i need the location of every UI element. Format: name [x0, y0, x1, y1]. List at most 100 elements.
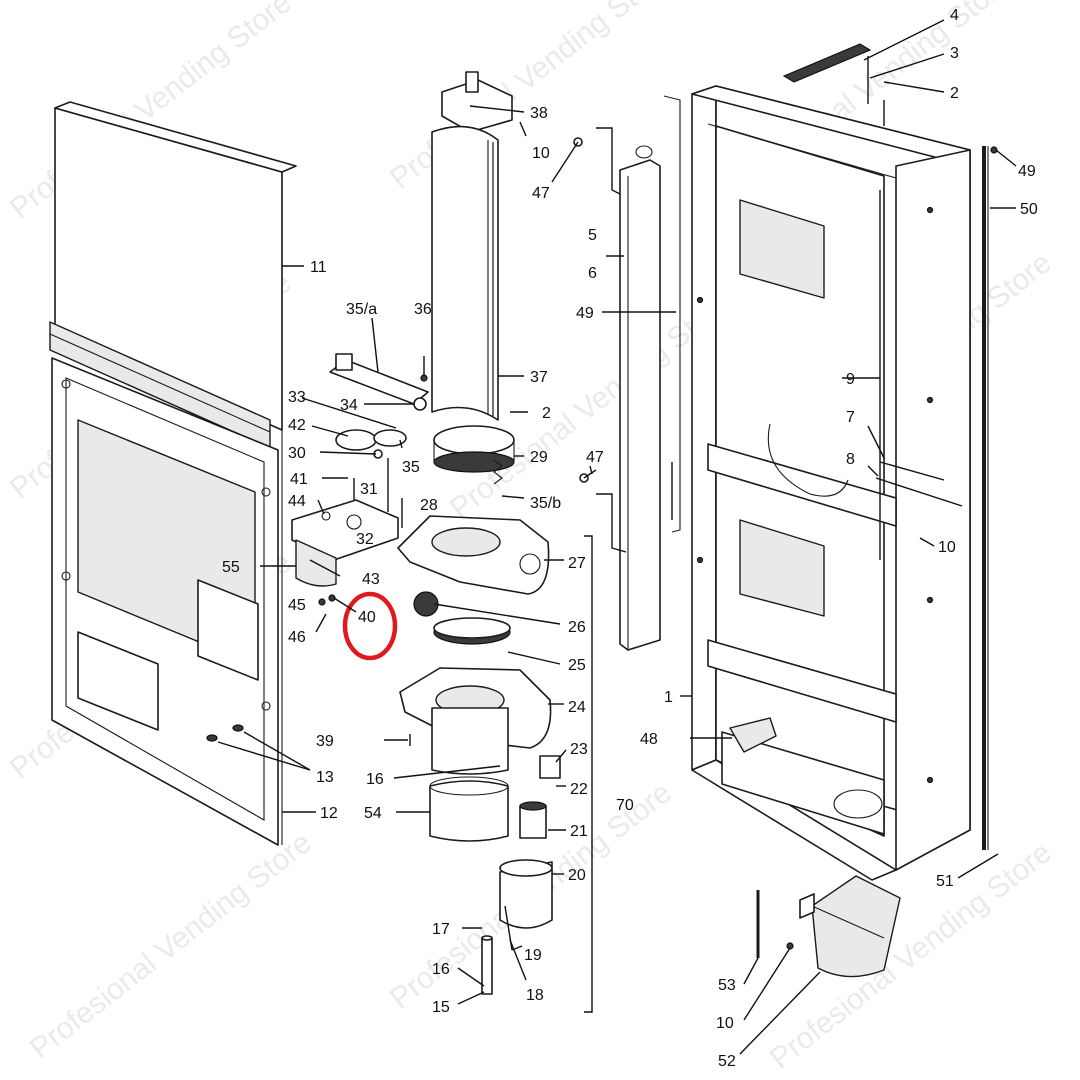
callout-7: 7 — [846, 409, 855, 426]
lower-housing — [431, 707, 509, 775]
callout-44: 44 — [288, 493, 306, 510]
microswitch-22 — [539, 755, 561, 779]
callout-41: 41 — [290, 471, 308, 488]
highlight-circle — [342, 591, 398, 661]
callout-30: 30 — [288, 445, 306, 462]
callout-23: 23 — [570, 741, 588, 758]
callout-43: 43 — [362, 571, 380, 588]
callout-5: 5 — [588, 227, 597, 244]
callout-6: 6 — [588, 265, 597, 282]
callout-33: 33 — [288, 389, 306, 406]
callout-20: 20 — [568, 867, 586, 884]
profile-5-6 — [619, 159, 661, 651]
callout-37: 37 — [530, 369, 548, 386]
callout-10: 10 — [532, 145, 550, 162]
callout-29: 29 — [530, 449, 548, 466]
screw-46 — [315, 613, 327, 633]
callout-53: 53 — [718, 977, 736, 994]
top-strip-4 — [782, 43, 872, 83]
highlight-part-40: 40 — [333, 591, 398, 661]
motor-plate — [291, 499, 399, 561]
group-bracket-70 — [584, 535, 593, 1013]
side-profiles — [573, 95, 681, 651]
motor-20 — [499, 861, 553, 929]
chute-52 — [811, 875, 901, 978]
callout-47: 47 — [532, 185, 550, 202]
callout-49: 49 — [1018, 163, 1036, 180]
callout-70: 70 — [616, 797, 634, 814]
callout-38: 38 — [530, 105, 548, 122]
callout-4: 4 — [950, 7, 959, 24]
callout-13: 13 — [316, 769, 334, 786]
callout-25: 25 — [568, 657, 586, 674]
callout-19: 19 — [524, 947, 542, 964]
callout-45: 45 — [288, 597, 306, 614]
shelf-middle — [707, 443, 897, 527]
callout-49: 49 — [576, 305, 594, 322]
spring-35b — [493, 459, 503, 485]
callout-28: 28 — [420, 497, 438, 514]
callout-47: 47 — [586, 449, 604, 466]
door-screw — [61, 571, 71, 581]
callout-2: 2 — [542, 405, 551, 422]
callout-39: 39 — [316, 733, 334, 750]
spring-8 — [875, 477, 963, 507]
cabinet-right-side — [895, 149, 971, 871]
spring-7 — [879, 461, 945, 481]
bracket-35a-block — [335, 353, 353, 371]
callout-54: 54 — [364, 805, 382, 822]
sleeve-54 — [429, 780, 509, 842]
cabinet-assembly — [691, 43, 998, 881]
door-label-plate — [77, 631, 159, 731]
washer-34 — [413, 397, 427, 411]
callout-35: 35 — [402, 459, 420, 476]
callout-12: 12 — [320, 805, 338, 822]
callout-22: 22 — [570, 781, 588, 798]
cable — [767, 423, 849, 497]
hinge-screw — [232, 724, 244, 732]
latch-48 — [729, 717, 777, 753]
callout-10: 10 — [938, 539, 956, 556]
ring-gear-29-teeth — [433, 451, 515, 473]
door-top-edge — [54, 101, 297, 173]
door-screw — [261, 487, 271, 497]
door-screw — [261, 701, 271, 711]
callout-17: 17 — [432, 921, 450, 938]
callout-55: 55 — [222, 559, 240, 576]
callout-34: 34 — [340, 397, 358, 414]
callout-48: 48 — [640, 731, 658, 748]
ring-25-top — [433, 617, 511, 639]
callout-35b: 35/b — [530, 495, 561, 512]
callout-52: 52 — [718, 1053, 736, 1070]
watermark-text: Profesional Vending Store — [764, 836, 1058, 1076]
coupling-21 — [519, 805, 547, 839]
callout-11: 11 — [310, 259, 327, 276]
shelf-lower — [707, 639, 897, 723]
callout-36: 36 — [414, 301, 432, 318]
callout-9: 9 — [846, 371, 855, 388]
callout-26: 26 — [568, 619, 586, 636]
door-dispense-opening — [197, 579, 259, 681]
callout-27: 27 — [568, 555, 586, 572]
callout-8: 8 — [846, 451, 855, 468]
hinge-screw — [206, 734, 218, 742]
door-screw — [61, 379, 71, 389]
dispenser-mechanism — [397, 71, 593, 1013]
gear-motor-parts — [291, 353, 429, 746]
recess-lower — [739, 519, 825, 617]
leader-lines — [217, 19, 1017, 1055]
callout-16: 16 — [366, 771, 384, 788]
callout-32: 32 — [356, 531, 374, 548]
callout-51: 51 — [936, 873, 954, 890]
callout-42: 42 — [288, 417, 306, 434]
callout-24: 24 — [568, 699, 586, 716]
callout-10: 10 — [716, 1015, 734, 1032]
dispense-chute-assembly — [756, 875, 901, 978]
gear-42 — [335, 429, 377, 451]
upper-plate-boss — [519, 553, 541, 575]
callout-18: 18 — [526, 987, 544, 1004]
front-door-assembly — [49, 101, 297, 846]
callout-1: 1 — [664, 689, 673, 706]
